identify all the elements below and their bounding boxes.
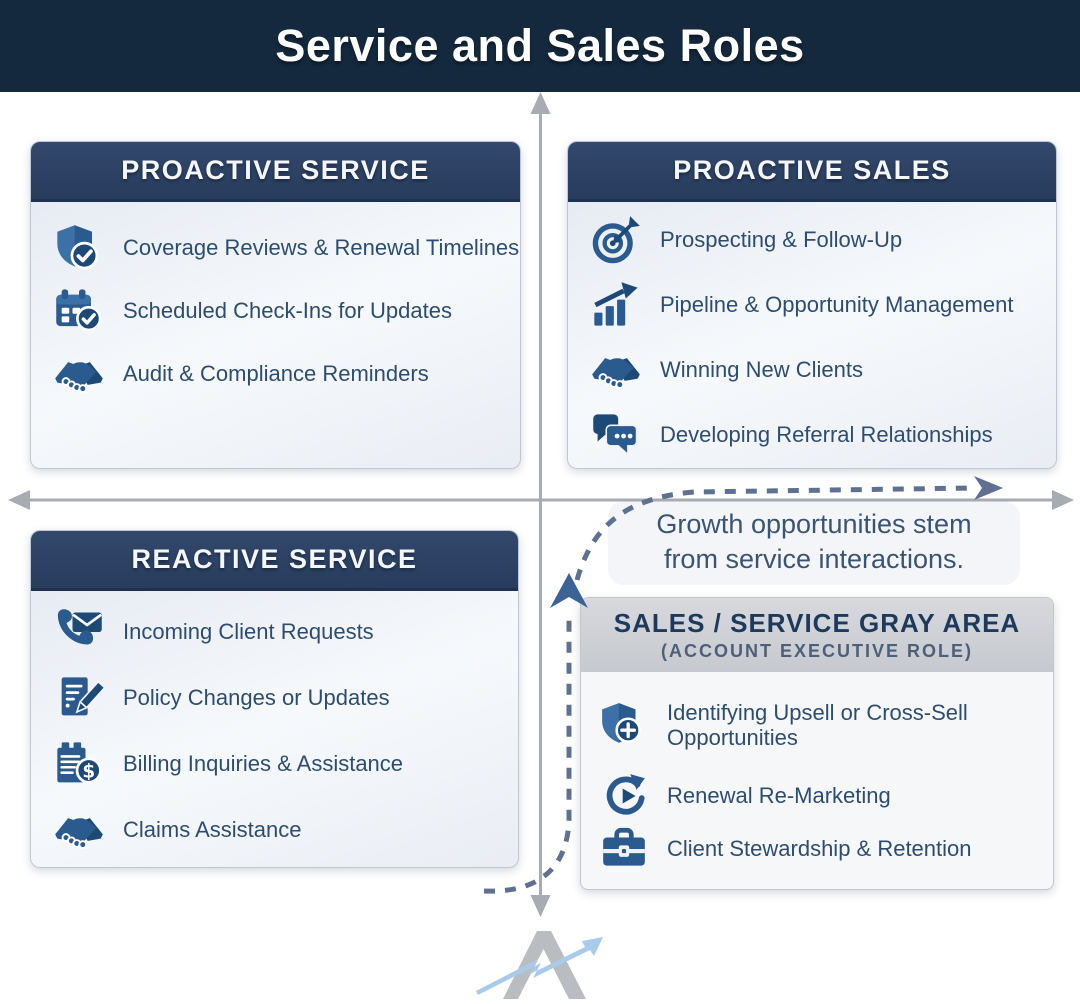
item-label: Policy Changes or Updates [123, 685, 390, 710]
list-item: Client Stewardship & Retention [599, 824, 1053, 874]
title-bar: Service and Sales Roles [0, 0, 1080, 92]
quadrant-header: PROACTIVE SERVICE [31, 142, 520, 202]
item-label: Pipeline & Opportunity Management [660, 291, 1014, 317]
item-label: Incoming Client Requests [123, 619, 374, 644]
handshake-icon [590, 344, 642, 396]
item-label: Claims Assistance [123, 817, 302, 842]
axis-arrow-left-icon [8, 490, 30, 510]
calendar-check-icon [53, 285, 105, 337]
phone-mail-icon [53, 606, 105, 658]
page-title: Service and Sales Roles [275, 20, 805, 71]
axis-arrow-up-icon [530, 92, 551, 114]
quadrant-subheader-label: (ACCOUNT EXECUTIVE ROLE) [660, 641, 973, 661]
item-list: Identifying Upsell or Cross-Sell Opportu… [581, 672, 1053, 874]
list-item: Winning New Clients [590, 337, 1056, 402]
list-item: Renewal Re-Marketing [599, 768, 1053, 824]
growth-annotation: Growth opportunities stem from service i… [608, 501, 1020, 586]
quadrant-gray-area: SALES / SERVICE GRAY AREA (ACCOUNT EXECU… [580, 597, 1054, 890]
document-edit-icon [53, 672, 105, 724]
list-item: Developing Referral Relationships [590, 402, 1056, 467]
chat-bubbles-icon [590, 409, 642, 461]
item-label: Winning New Clients [660, 356, 863, 382]
list-item: Policy Changes or Updates [53, 665, 518, 731]
quadrant-proactive-sales: PROACTIVE SALES Prospecting & Follow-Up … [567, 141, 1057, 469]
list-item: Identifying Upsell or Cross-Sell Opportu… [599, 682, 1053, 768]
quadrant-header-label: SALES / SERVICE GRAY AREA [613, 608, 1021, 638]
item-label: Client Stewardship & Retention [667, 836, 972, 862]
quadrant-proactive-service: PROACTIVE SERVICE Coverage Reviews & Ren… [30, 141, 521, 469]
quadrant-header-label: REACTIVE SERVICE [131, 544, 418, 574]
item-label: Identifying Upsell or Cross-Sell Opportu… [667, 699, 968, 750]
axis-arrow-right-icon [1052, 490, 1074, 510]
item-list: Prospecting & Follow-Up Pipeline & Oppor… [568, 202, 1056, 467]
shield-check-icon [53, 222, 105, 274]
annotation-line-1: Growth opportunities stem [656, 509, 972, 539]
item-label: Billing Inquiries & Assistance [123, 751, 404, 776]
quadrant-header: REACTIVE SERVICE [31, 531, 518, 591]
list-item: Coverage Reviews & Renewal Timelines [53, 216, 520, 279]
quadrant-header-label: PROACTIVE SERVICE [121, 155, 430, 185]
item-label: Coverage Reviews & Renewal Timelines [123, 234, 520, 260]
list-item: Scheduled Check-Ins for Updates [53, 279, 520, 342]
list-item: Claims Assistance [53, 797, 518, 863]
vertical-axis [530, 92, 551, 917]
handshake-icon [53, 348, 105, 400]
brand-logo [476, 931, 603, 999]
list-item: Prospecting & Follow-Up [590, 207, 1056, 272]
shield-plus-icon [599, 700, 649, 750]
growth-arrowhead-right-icon [974, 476, 1003, 500]
item-label: Developing Referral Relationships [660, 421, 993, 447]
list-item: Pipeline & Opportunity Management [590, 272, 1056, 337]
billing-dollar-icon [53, 738, 105, 790]
list-item: Audit & Compliance Reminders [53, 342, 520, 405]
item-list: Coverage Reviews & Renewal Timelines Sch… [31, 202, 520, 405]
handshake-icon [53, 804, 105, 856]
axis-arrow-down-icon [530, 895, 551, 917]
quadrant-header: PROACTIVE SALES [568, 142, 1056, 202]
growth-chart-icon [590, 279, 642, 331]
quadrant-header-label: PROACTIVE SALES [673, 155, 951, 185]
item-list: Incoming Client Requests Policy Changes … [31, 591, 518, 863]
item-label: Renewal Re-Marketing [667, 783, 891, 809]
annotation-line-2: from service interactions. [663, 544, 965, 575]
item-label: Audit & Compliance Reminders [123, 360, 429, 386]
target-arrow-icon [590, 214, 642, 266]
quadrant-reactive-service: REACTIVE SERVICE Incoming Client Request… [30, 530, 519, 868]
quadrant-header: SALES / SERVICE GRAY AREA (ACCOUNT EXECU… [581, 598, 1053, 672]
list-item: Incoming Client Requests [53, 599, 518, 665]
briefcase-icon [599, 824, 649, 874]
list-item: Billing Inquiries & Assistance [53, 731, 518, 797]
item-label: Prospecting & Follow-Up [660, 226, 903, 252]
item-label: Scheduled Check-Ins for Updates [123, 297, 452, 323]
renewal-cycle-icon [599, 771, 649, 821]
